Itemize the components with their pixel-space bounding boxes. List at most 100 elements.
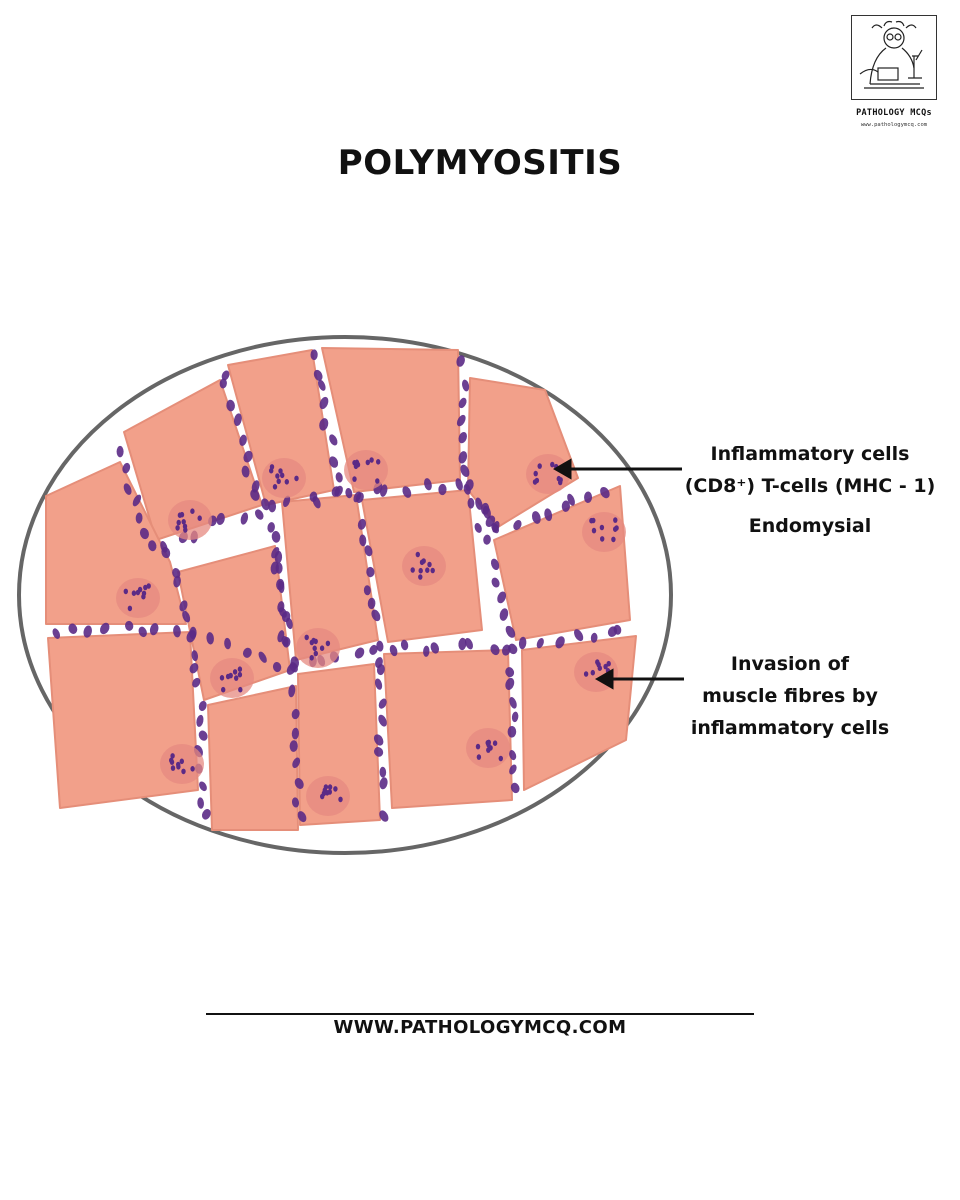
inflammatory-cell xyxy=(353,491,362,503)
inflammatory-cell xyxy=(335,472,343,483)
invading-cell xyxy=(170,765,176,771)
inflammatory-cell xyxy=(505,677,515,690)
inflammatory-cell xyxy=(531,511,541,524)
invasion-focus xyxy=(402,546,446,586)
inflammatory-cell xyxy=(460,464,470,478)
inflammatory-cell xyxy=(497,591,507,604)
inflammatory-cell xyxy=(590,632,598,643)
invading-cell xyxy=(141,590,147,597)
inflammatory-cell xyxy=(179,600,188,612)
inflammatory-cell xyxy=(313,369,323,381)
invading-cell xyxy=(272,484,278,490)
invading-cell xyxy=(311,637,316,644)
invading-cell xyxy=(485,740,490,746)
inflammatory-cell xyxy=(173,625,181,638)
inflammatory-cell xyxy=(281,636,289,647)
invasion-focus-area xyxy=(582,512,626,552)
inflammatory-cell xyxy=(310,349,318,361)
inflammatory-cell xyxy=(149,623,159,636)
invading-cell xyxy=(275,473,280,479)
invading-cell xyxy=(355,461,361,468)
inflammatory-cell xyxy=(364,545,373,557)
endomysial-inflammatory-cells xyxy=(52,349,622,823)
inflammatory-cell xyxy=(369,644,378,655)
inflammatory-cell xyxy=(374,747,384,757)
inflammatory-cell xyxy=(359,534,367,547)
inflammatory-cell xyxy=(455,478,463,491)
inflammatory-cell xyxy=(318,379,326,391)
invading-cell xyxy=(123,588,128,595)
inflammatory-cell xyxy=(221,370,230,381)
inflammatory-cell xyxy=(465,637,473,650)
invading-cell xyxy=(376,459,381,465)
label-inflammatory-line2: (CD8⁺) T-cells (MHC - 1) xyxy=(684,475,936,497)
invading-cell xyxy=(550,461,555,468)
invading-cell xyxy=(327,784,333,790)
inflammatory-cell xyxy=(319,418,329,431)
inflammatory-cell xyxy=(139,527,149,540)
label-invasion: Invasion of muscle fibres by inflammator… xyxy=(660,648,920,744)
invading-cell xyxy=(338,796,343,803)
invading-cell xyxy=(313,650,318,657)
inflammatory-cell xyxy=(270,561,279,575)
inflammatory-cell xyxy=(197,797,204,809)
invading-cell xyxy=(533,470,538,477)
invasion-focus-area xyxy=(306,776,350,816)
invading-cell xyxy=(309,655,314,661)
inflammatory-cell xyxy=(148,540,157,552)
inflammatory-cell xyxy=(100,622,110,635)
inflammatory-cell xyxy=(567,493,575,506)
inflammatory-cell xyxy=(250,489,260,501)
inflammatory-cell xyxy=(492,521,500,533)
inflammatory-cell xyxy=(199,781,207,792)
inflammatory-cell xyxy=(291,727,300,740)
inflammatory-cell xyxy=(490,558,500,571)
inflammatory-cell xyxy=(378,698,387,709)
invading-cell xyxy=(492,740,498,746)
inflammatory-cell xyxy=(513,519,522,531)
inflammatory-cell xyxy=(68,623,78,634)
inflammatory-cell xyxy=(536,637,544,649)
inflammatory-cell xyxy=(289,662,298,673)
inflammatory-cell xyxy=(481,502,490,515)
invading-cell xyxy=(238,686,243,693)
label-invasion-line3: inflammatory cells xyxy=(690,717,890,739)
inflammatory-cell xyxy=(116,445,124,458)
invading-cell xyxy=(319,645,325,651)
inflammatory-cell xyxy=(402,486,412,498)
invading-cell xyxy=(415,551,420,558)
inflammatory-cell xyxy=(233,413,242,427)
inflammatory-cell xyxy=(277,580,285,594)
inflammatory-cell xyxy=(378,714,387,727)
inflammatory-cell xyxy=(502,644,511,656)
invading-cell xyxy=(418,567,423,574)
invading-cell xyxy=(237,666,243,672)
invading-cell xyxy=(599,524,605,531)
invading-cell xyxy=(532,479,538,485)
label-inflammatory-cells: Inflammatory cells (CD8⁺) T-cells (MHC -… xyxy=(660,438,960,542)
inflammatory-cell xyxy=(319,396,329,410)
inflammatory-cell xyxy=(499,608,509,621)
inflammatory-cell xyxy=(272,661,282,673)
inflammatory-cell xyxy=(423,645,430,657)
inflammatory-cell xyxy=(292,757,301,769)
inflammatory-cell xyxy=(242,647,252,658)
inflammatory-cell xyxy=(375,678,383,690)
invasion-focus xyxy=(160,744,204,784)
inflammatory-cell xyxy=(189,626,197,640)
inflammatory-cell xyxy=(574,629,584,642)
inflammatory-cell xyxy=(281,611,291,623)
invading-cell xyxy=(369,457,374,463)
inflammatory-cell xyxy=(289,740,298,752)
invasion-focus xyxy=(344,450,388,490)
inflammatory-cell xyxy=(329,456,339,468)
inflammatory-cell xyxy=(438,483,447,496)
inflammatory-cell xyxy=(345,487,353,499)
inflammatory-cell xyxy=(518,636,527,650)
invading-cell xyxy=(603,663,608,670)
invasion-focus xyxy=(306,776,350,816)
invasion-focus-area xyxy=(344,450,388,490)
invading-cell xyxy=(234,675,239,681)
inflammatory-cell xyxy=(376,640,384,652)
invading-cell xyxy=(613,517,618,523)
